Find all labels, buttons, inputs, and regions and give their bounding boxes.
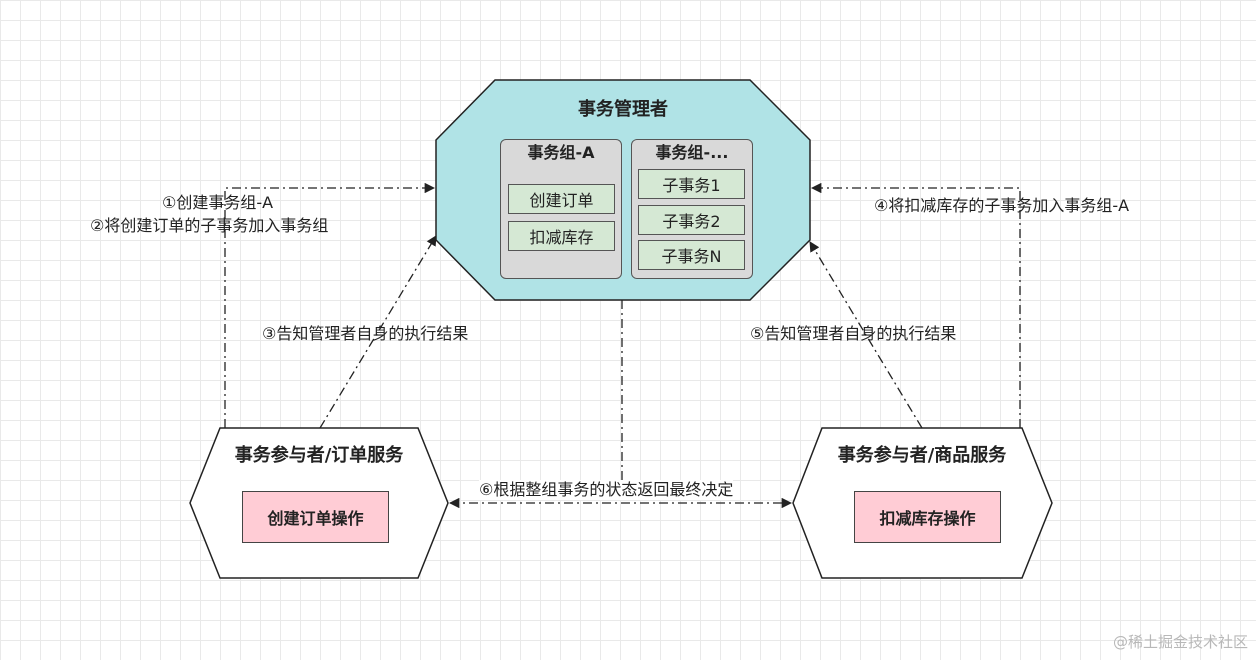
group-a-title: 事务组-A <box>527 143 595 162</box>
edge-label-step5: ⑤告知管理者自身的执行结果 <box>750 324 957 343</box>
group-more-subtask-2: 子事务2 <box>638 205 745 235</box>
edge-label-step1: ①创建事务组-A <box>162 193 274 212</box>
operation-deduct-stock: 扣减库存操作 <box>854 491 1001 543</box>
edge-label-step6: ⑥根据整组事务的状态返回最终决定 <box>479 480 734 500</box>
edge-step1-2 <box>224 182 436 428</box>
group-more-subtask-1: 子事务1 <box>638 169 745 199</box>
group-a-task-create-order: 创建订单 <box>508 184 615 214</box>
participant-order-title: 事务参与者/订单服务 <box>234 445 404 466</box>
manager-title: 事务管理者 <box>578 99 668 120</box>
watermark: @稀土掘金技术社区 <box>1112 633 1248 651</box>
edge-label-step2: ②将创建订单的子事务加入事务组 <box>90 216 329 235</box>
participant-product-title: 事务参与者/商品服务 <box>837 445 1007 466</box>
group-more-title: 事务组-... <box>655 143 729 162</box>
edge-label-step3: ③告知管理者自身的执行结果 <box>262 324 469 343</box>
edge-label-step4: ④将扣减库存的子事务加入事务组-A <box>874 196 1130 215</box>
group-a-task-deduct-stock: 扣减库存 <box>508 221 615 251</box>
edge-step4 <box>810 182 1021 428</box>
operation-create-order: 创建订单操作 <box>242 491 389 543</box>
edge-step5 <box>809 241 923 429</box>
group-more-subtask-n: 子事务N <box>638 240 745 270</box>
